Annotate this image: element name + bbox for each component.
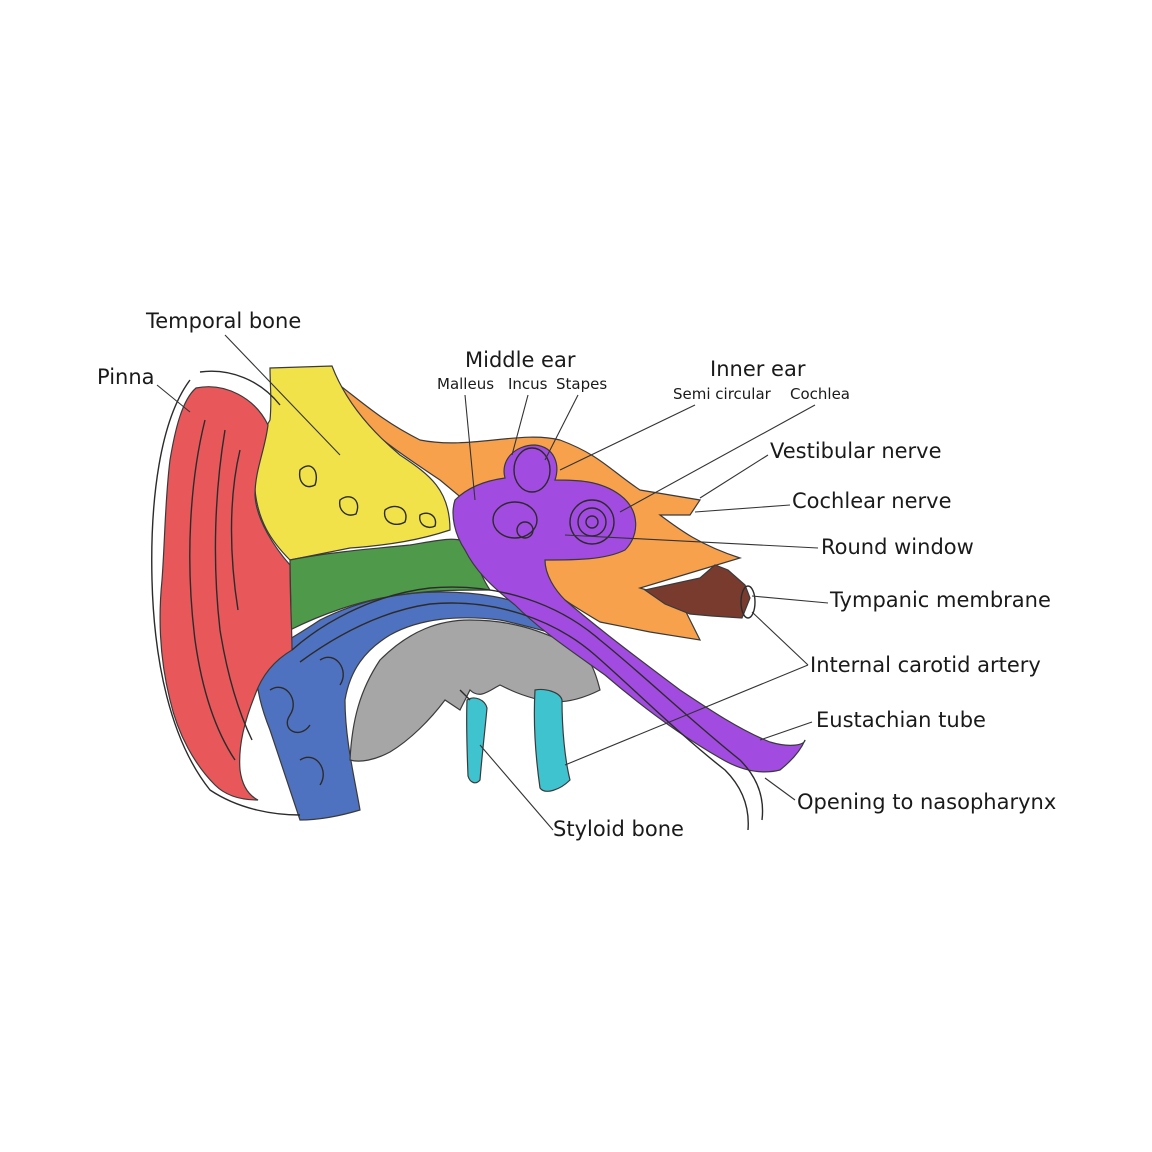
gray-region (349, 619, 601, 762)
leader-lines (156, 334, 829, 831)
label-opening-to-nasopharynx: Opening to nasopharynx (797, 790, 1056, 814)
label-incus: Incus (508, 375, 548, 393)
label-temporal-bone: Temporal bone (145, 309, 301, 333)
label-vestibular-nerve: Vestibular nerve (770, 439, 942, 463)
label-middle-ear: Middle ear (465, 348, 576, 372)
label-malleus: Malleus (437, 375, 494, 393)
label-cochlear-nerve: Cochlear nerve (792, 489, 952, 513)
sketch-details (151, 370, 764, 831)
label-internal-carotid-artery: Internal carotid artery (810, 653, 1041, 677)
label-tympanic-membrane: Tympanic membrane (829, 588, 1051, 612)
label-inner-ear: Inner ear (710, 357, 806, 381)
styloid-bone-right (533, 688, 571, 792)
label-eustachian-tube: Eustachian tube (816, 708, 986, 732)
styloid-bone-left (465, 697, 488, 784)
ear-canal-region (643, 564, 751, 619)
label-round-window: Round window (821, 535, 974, 559)
label-cochlea: Cochlea (790, 385, 850, 403)
label-styloid-bone: Styloid bone (553, 817, 684, 841)
blue-region (254, 591, 602, 821)
label-stapes: Stapes (556, 375, 607, 393)
label-pinna: Pinna (97, 365, 155, 389)
purple-region (452, 444, 806, 773)
label-semi-circular: Semi circular (673, 385, 772, 403)
